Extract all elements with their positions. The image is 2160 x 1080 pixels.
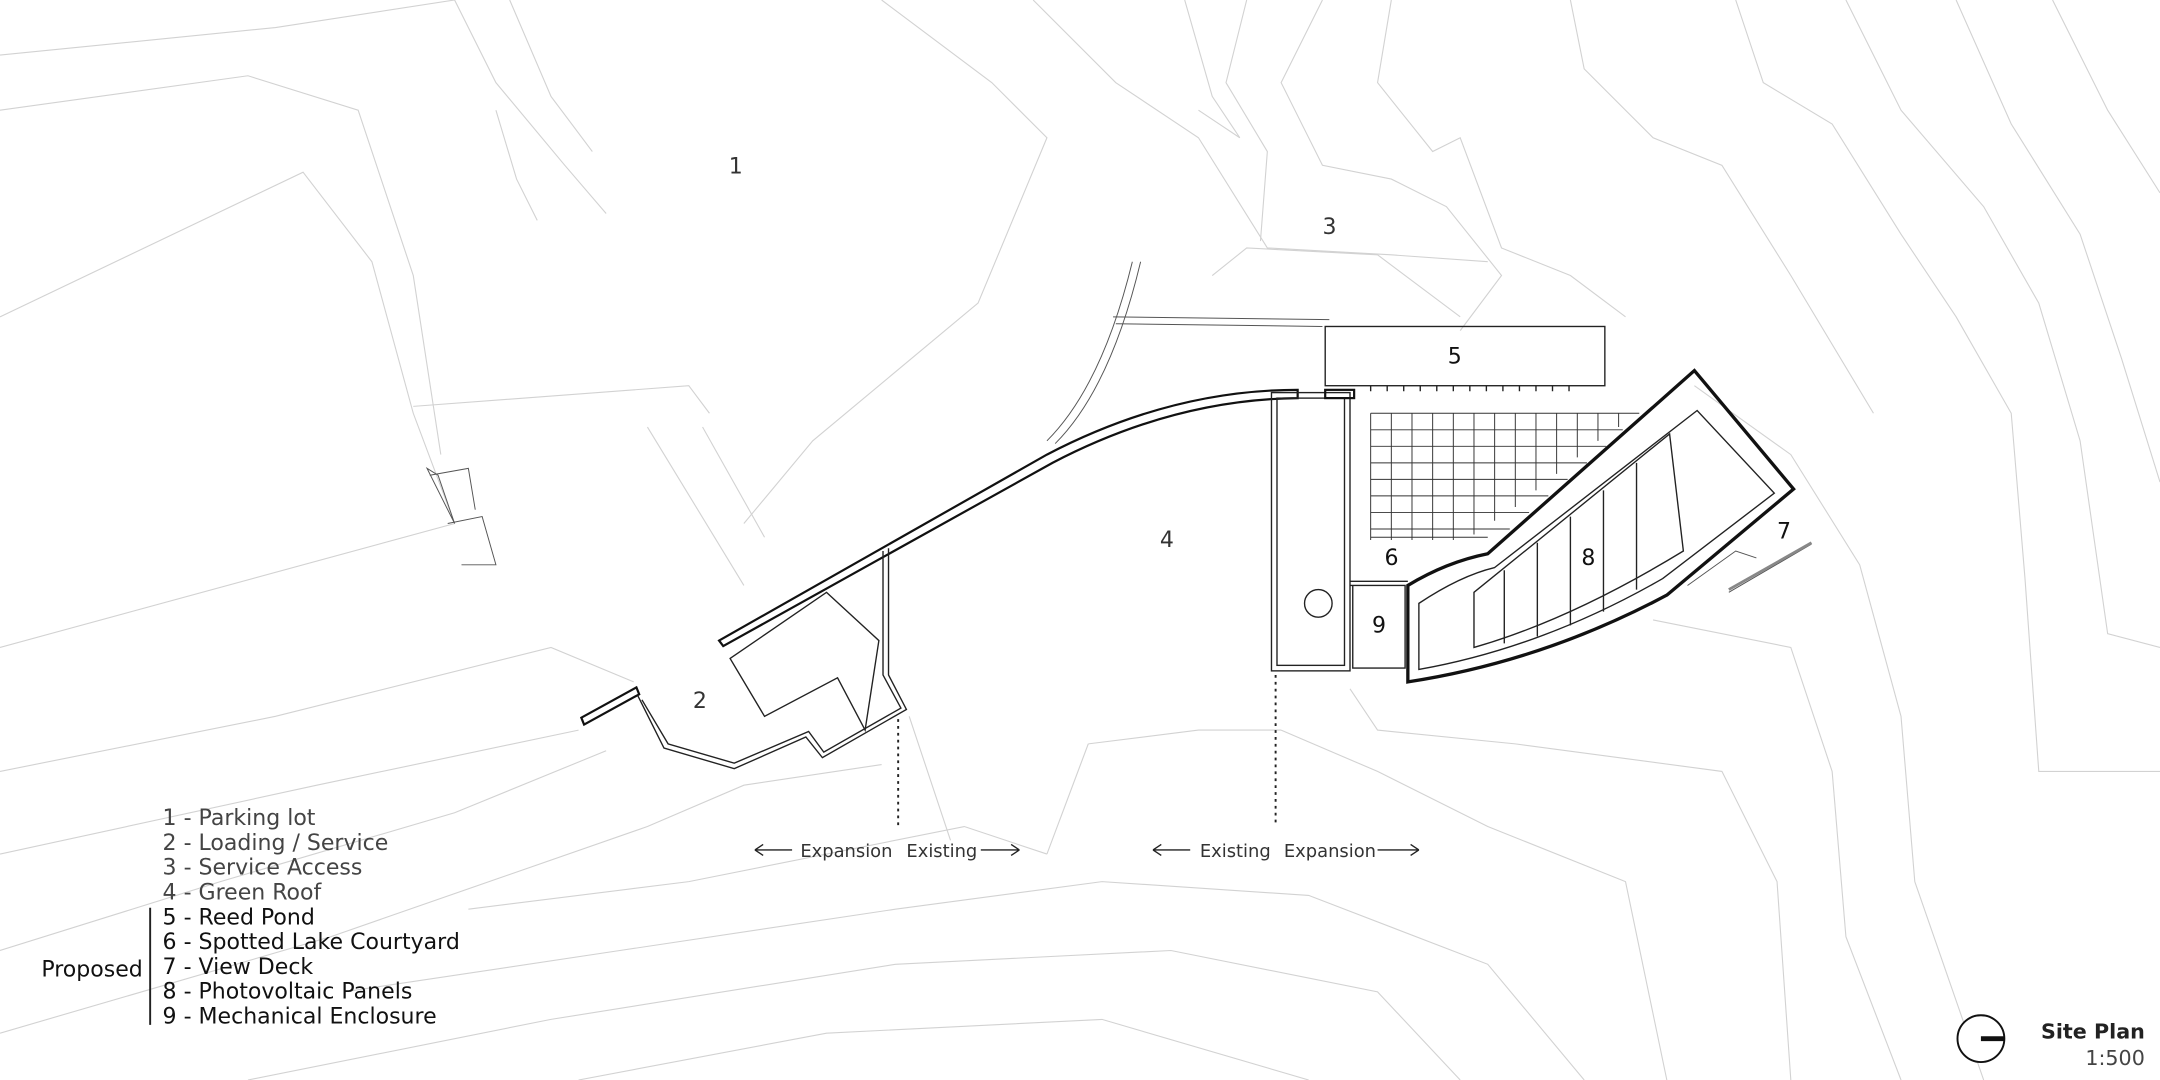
legend-item-6: 6 - Spotted Lake Courtyard (163, 930, 460, 955)
legend-item-1: 1 - Parking lot (163, 806, 316, 831)
phase-markers: Expansion Existing Existing Expansion (754, 675, 1420, 862)
building-proposed (1324, 325, 1796, 684)
zone-label-5: 5 (1448, 345, 1462, 370)
legend: 1 - Parking lot 2 - Loading / Service 3 … (41, 806, 459, 1029)
photovoltaic-wing (1406, 368, 1796, 684)
zone-label-8: 8 (1581, 546, 1595, 571)
zone-label-2: 2 (693, 689, 707, 714)
title-block: Site Plan 1:500 (1956, 1014, 2145, 1070)
legend-item-9: 9 - Mechanical Enclosure (163, 1005, 437, 1030)
zone-labels: 1 2 3 4 5 6 7 8 9 (693, 155, 1791, 714)
zone-label-1: 1 (729, 155, 743, 180)
legend-item-4: 4 - Green Roof (163, 881, 323, 906)
legend-item-3: 3 - Service Access (163, 856, 363, 881)
site-features (425, 261, 1813, 593)
building-existing (579, 388, 1351, 770)
reed-pond (1324, 325, 1606, 387)
legend-item-5: 5 - Reed Pond (163, 905, 315, 930)
right-expansion-label: Expansion (1284, 841, 1376, 862)
legend-item-2: 2 - Loading / Service (163, 831, 389, 856)
zone-label-7: 7 (1777, 520, 1791, 545)
legend-item-7: 7 - View Deck (163, 955, 314, 980)
left-expansion-label: Expansion (800, 841, 892, 862)
courtyard-grid (1370, 412, 1640, 540)
scale-text: 1:500 (2085, 1046, 2145, 1070)
spotted-lake-feature (1303, 588, 1333, 618)
legend-item-8: 8 - Photovoltaic Panels (163, 980, 413, 1005)
title-text: Site Plan (2041, 1020, 2145, 1044)
left-existing-label: Existing (906, 841, 977, 862)
zone-label-9: 9 (1372, 613, 1386, 638)
zone-label-4: 4 (1160, 528, 1174, 553)
zone-label-3: 3 (1322, 215, 1336, 240)
right-existing-label: Existing (1200, 841, 1271, 862)
zone-label-6: 6 (1384, 546, 1398, 571)
north-arrow-icon (1956, 1014, 2006, 1064)
pv-panels (1473, 432, 1685, 649)
proposed-label: Proposed (41, 958, 142, 983)
